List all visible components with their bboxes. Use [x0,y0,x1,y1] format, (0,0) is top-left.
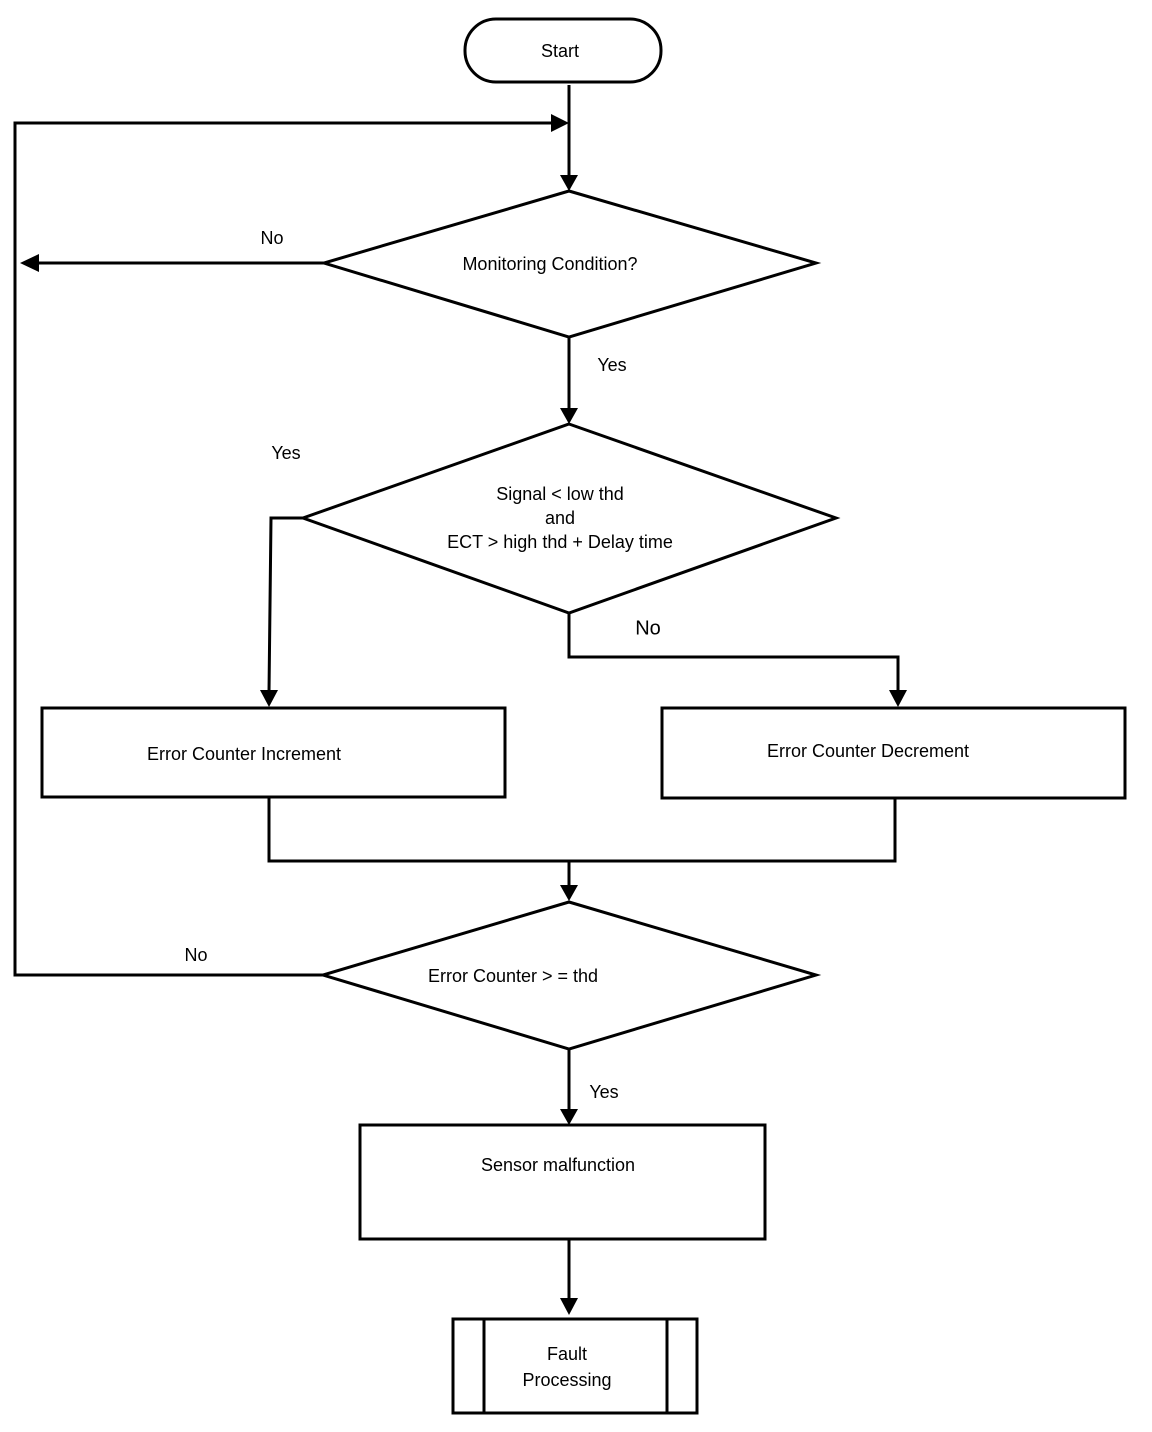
signal-check-line-3: ECT > high thd + Delay time [447,532,673,552]
arrowhead [560,1109,578,1125]
arrowhead [560,175,578,191]
arrowhead [560,885,578,901]
arrowhead [560,408,578,424]
sensor-malfunction-label: Sensor malfunction [481,1155,635,1175]
fault-processing-line-2: Processing [522,1370,611,1390]
connector-signal-no [567,613,900,692]
signal-yes-label: Yes [271,443,300,463]
connector-signal-yes [267,516,303,693]
signal-check-line-2: and [545,508,575,528]
monitoring-yes-label: Yes [597,355,626,375]
signal-no-label: No [635,617,661,639]
fault-processing-box [451,1317,699,1415]
error-counter-decrement-box [660,706,1127,800]
counter-no-label: No [184,945,207,965]
monitoring-condition-label: Monitoring Condition? [462,254,637,274]
fault-processing-line-1: Fault [547,1344,587,1364]
arrowhead [889,690,907,707]
arrowhead [20,254,39,272]
counter-yes-label: Yes [589,1082,618,1102]
start-terminator [463,17,663,84]
error-counter-increment-label: Error Counter Increment [147,744,341,764]
sensor-malfunction-box [358,1123,767,1241]
signal-check-line-1: Signal < low thd [496,484,624,504]
arrowhead [560,1298,578,1315]
connector-merge [267,797,897,863]
start-label: Start [541,41,579,61]
arrowhead [551,114,569,132]
arrowhead [260,690,278,707]
monitoring-no-label: No [260,228,283,248]
error-counter-check-label: Error Counter > = thd [428,966,598,986]
error-counter-increment-box [40,706,507,799]
loopback-connector [13,121,552,977]
error-counter-decrement-label: Error Counter Decrement [767,741,969,761]
